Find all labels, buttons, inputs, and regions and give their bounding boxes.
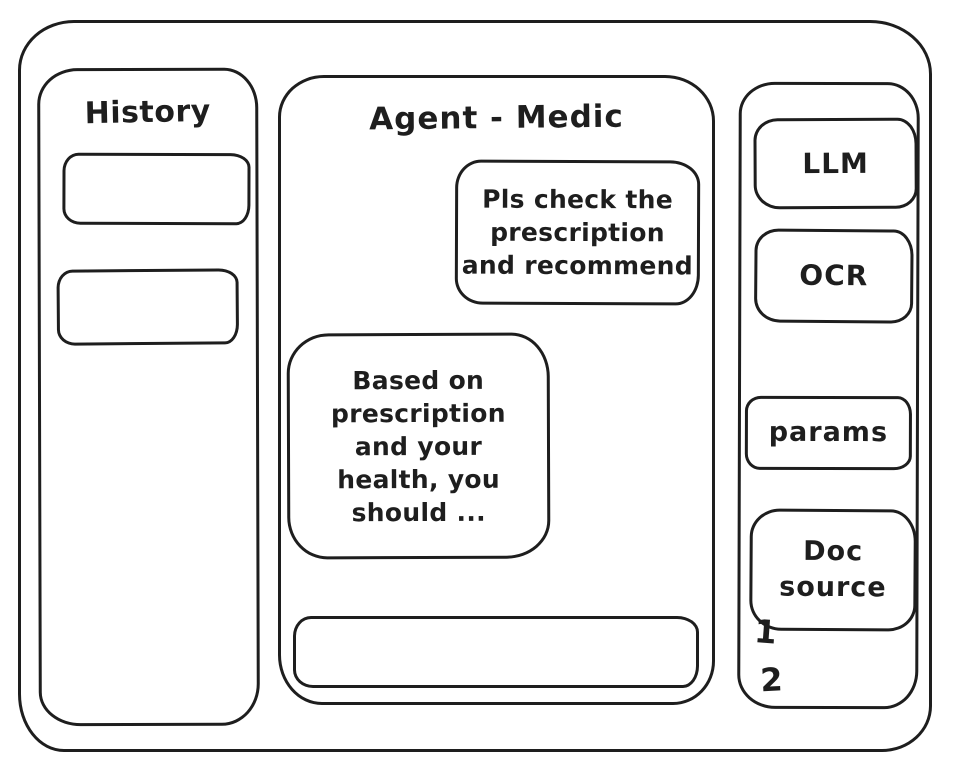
chat-bubble-user: Pls check the prescription and recommend: [454, 159, 701, 306]
chat-bubble-assistant: Based on prescription and your health, y…: [286, 332, 551, 560]
tool-llm-button[interactable]: LLM: [753, 117, 918, 210]
history-item[interactable]: [56, 268, 240, 346]
page-title: Agent - Medic: [369, 98, 624, 138]
history-item[interactable]: [62, 152, 251, 226]
chat-panel: Agent - Medic Pls check the prescription…: [278, 75, 715, 705]
tools-sidebar: LLM OCR params Doc source 1 2: [737, 81, 920, 710]
tool-params-button[interactable]: params: [744, 395, 912, 471]
chat-input[interactable]: [293, 616, 699, 688]
step-label-1: 1: [753, 612, 778, 652]
history-title: History: [84, 93, 212, 132]
tool-ocr-button[interactable]: OCR: [753, 228, 914, 324]
history-sidebar: History: [37, 67, 260, 727]
step-label-2: 2: [759, 660, 784, 700]
app-frame: History Agent - Medic Pls check the pres…: [18, 20, 932, 752]
